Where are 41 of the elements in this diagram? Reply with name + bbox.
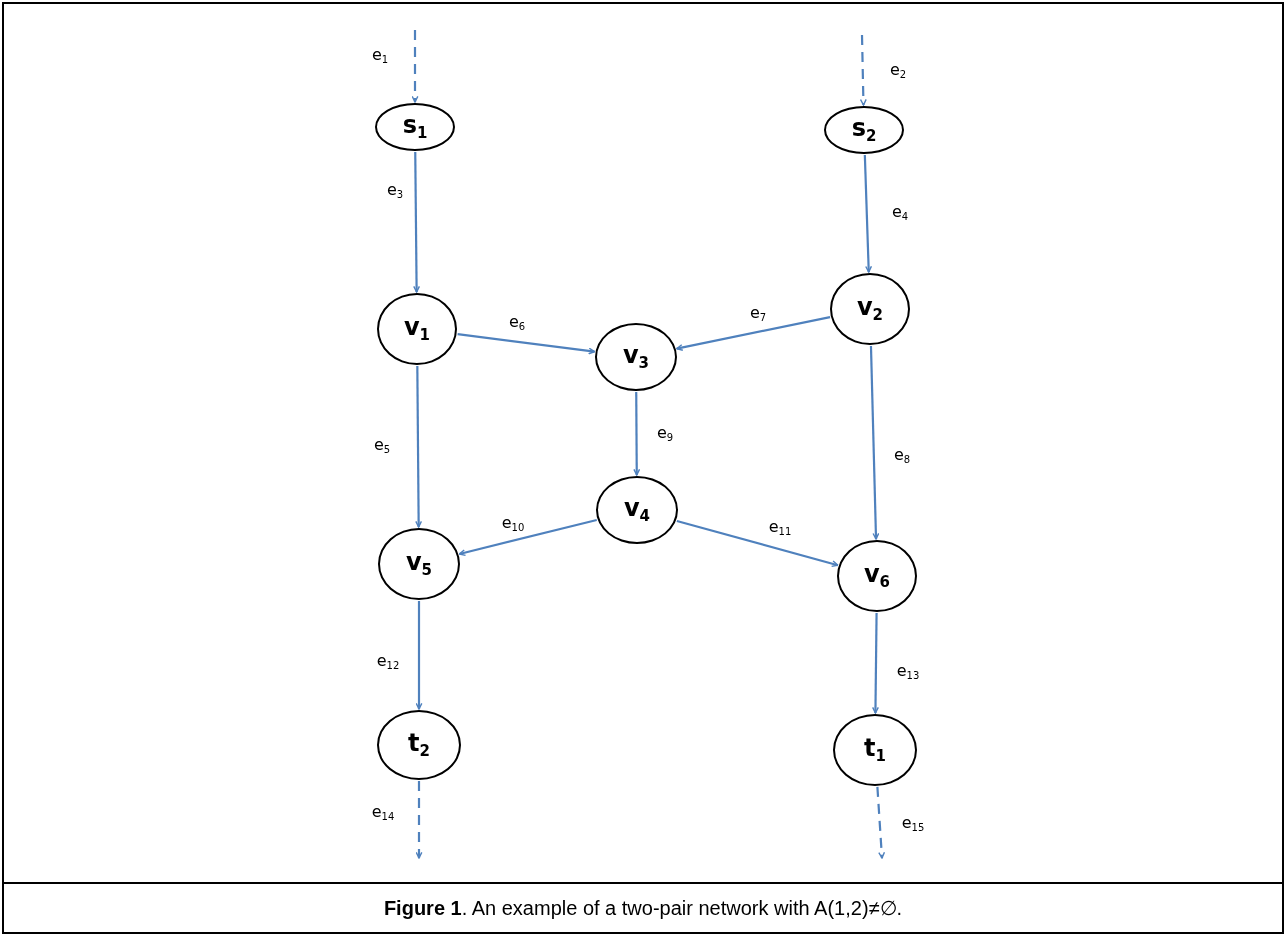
arrow: [458, 518, 597, 557]
arrow: [863, 154, 873, 273]
arrow: [676, 519, 839, 568]
node-label: v$_{1}$: [403, 315, 431, 343]
edge-label: e$_{9}$: [656, 423, 674, 443]
node-label: s$_{2}$: [851, 116, 877, 144]
edge-label: e$_{1}$: [371, 45, 389, 65]
arrow: [415, 366, 423, 528]
edge-label: e$_{11}$: [768, 517, 792, 537]
edge-label: e$_{6}$: [508, 312, 526, 332]
arrow: [415, 781, 423, 859]
edge-label: e$_{15}$: [901, 813, 925, 833]
edge-label: e$_{4}$: [891, 202, 909, 222]
edge-label: e$_{2}$: [889, 60, 907, 80]
arrow: [872, 613, 879, 714]
arrow: [457, 333, 596, 355]
edge-label: e$_{10}$: [501, 513, 525, 533]
edge-label: e$_{14}$: [371, 802, 395, 822]
node-label: v$_{4}$: [623, 496, 651, 524]
arrow: [415, 601, 423, 710]
edge-label: e$_{8}$: [893, 445, 911, 465]
figure-caption: Figure 1. An example of a two-pair network with A(1,2)≠∅.: [383, 896, 903, 920]
node-label: v$_{3}$: [622, 343, 650, 371]
edge-label: e$_{3}$: [386, 180, 404, 200]
node-label: v$_{2}$: [856, 295, 884, 323]
arrow: [411, 30, 419, 103]
node-label: v$_{6}$: [863, 562, 891, 590]
arrow: [876, 786, 886, 859]
node-label: v$_{5}$: [405, 550, 433, 578]
edge-label: e$_{5}$: [373, 435, 391, 455]
arrow: [869, 345, 880, 540]
node-label: t$_{2}$: [408, 731, 430, 759]
node-label: t$_{1}$: [864, 736, 886, 764]
edge-label: e$_{7}$: [749, 303, 767, 323]
arrow: [413, 152, 421, 293]
node-label: s$_{1}$: [402, 113, 428, 141]
edge-label: e$_{13}$: [896, 661, 920, 681]
arrow: [633, 392, 641, 476]
edge-label: e$_{12}$: [376, 651, 400, 671]
arrow: [859, 34, 867, 106]
arrow: [676, 316, 831, 351]
